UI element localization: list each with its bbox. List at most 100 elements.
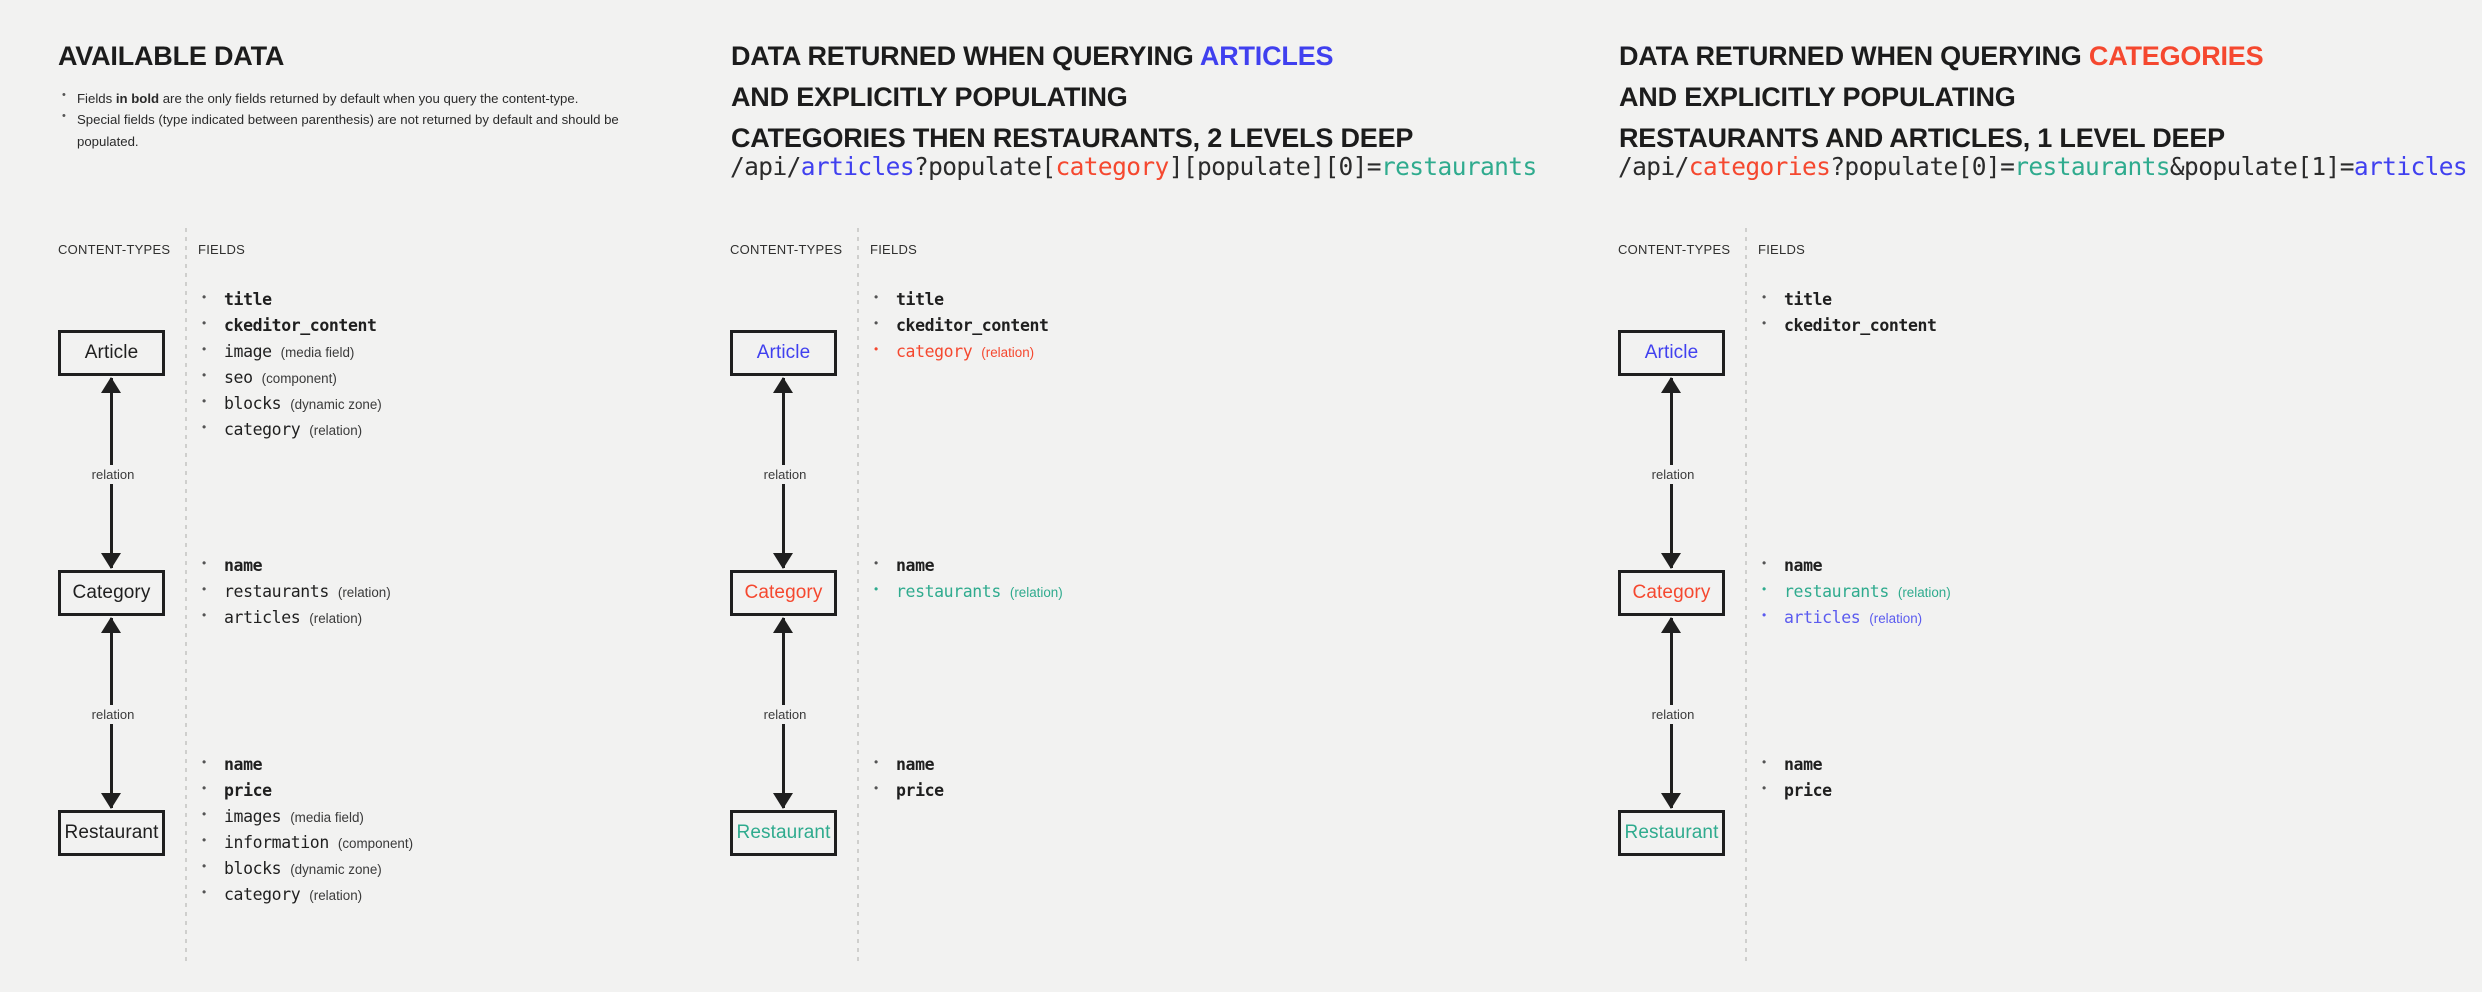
entity-box-category[interactable]: Category (730, 570, 837, 616)
entity-label: Category (72, 582, 151, 603)
fields-group-article: title ckeditor_content (1758, 290, 1937, 342)
intro-note-item: Fields in bold are the only fields retur… (58, 87, 658, 109)
arrow-up-icon (101, 617, 121, 633)
field-type: (relation) (1869, 611, 1923, 627)
fields-group-restaurant: namepriceimages(media field)information(… (198, 755, 413, 911)
column-divider (857, 228, 859, 961)
arrow-up-icon (1661, 617, 1681, 633)
url-token: restaurants (1380, 152, 1537, 181)
field-name: price (896, 781, 944, 801)
arrow-up-icon (101, 377, 121, 393)
fields-group-restaurant: nameprice (870, 755, 944, 807)
entity-box-category[interactable]: Category (58, 570, 165, 616)
field-type: (relation) (1897, 585, 1951, 601)
entity-box-article[interactable]: Article (58, 330, 165, 376)
fields-group-category: name restaurants(relation) articles (relati… (1758, 556, 1951, 634)
field-row: title (1758, 290, 1937, 311)
field-row: price (1758, 781, 1832, 802)
column-label-fields: FIELDS (1758, 242, 1806, 257)
field-name: blocks (224, 859, 282, 879)
field-row: name (870, 556, 1063, 577)
field-row: category (relation) (198, 885, 413, 906)
arrow-down-icon (101, 793, 121, 809)
field-row: name (1758, 556, 1951, 577)
field-type: (relation) (309, 611, 363, 627)
field-type: (dynamic zone) (290, 862, 382, 878)
entity-label: Article (1644, 342, 1699, 363)
field-name: ckeditor_content (1784, 316, 1937, 336)
column-divider (185, 228, 187, 961)
entity-box-category[interactable]: Category (1618, 570, 1725, 616)
arrow-up-icon (773, 377, 793, 393)
field-type: (relation) (981, 345, 1035, 361)
relation-connector: relation (1640, 617, 1706, 809)
relation-label: relation (752, 465, 818, 484)
field-name: name (224, 755, 263, 774)
entity-label: Article (84, 342, 139, 363)
field-name: category (224, 885, 301, 905)
field-name: category (224, 420, 301, 440)
field-name: image (224, 342, 272, 362)
field-name: name (896, 556, 935, 575)
entity-label: Article (756, 342, 811, 363)
url-token: articles (2353, 152, 2468, 181)
relation-connector: relation (752, 617, 818, 809)
entity-label: Restaurant (736, 822, 831, 843)
field-name: price (1784, 781, 1832, 801)
entity-box-restaurant[interactable]: Restaurant (730, 810, 837, 856)
arrow-down-icon (773, 793, 793, 809)
field-name: restaurants (224, 582, 329, 602)
api-endpoint-url: /api/categories?populate[0]=restaurants&… (1618, 152, 2468, 181)
entity-box-restaurant[interactable]: Restaurant (58, 810, 165, 856)
field-type: (relation) (309, 888, 363, 904)
url-token: category (1055, 152, 1169, 181)
field-type: (dynamic zone) (290, 397, 382, 413)
entity-box-article[interactable]: Article (1618, 330, 1725, 376)
relation-label: relation (752, 705, 818, 724)
field-row: blocks(dynamic zone) (198, 394, 382, 415)
entity-label: Category (1632, 582, 1711, 603)
field-row: articles (relation) (198, 608, 391, 629)
panel-available-data: AVAILABLE DATA Fields in bold are the onl… (0, 0, 720, 992)
arrow-down-icon (101, 553, 121, 569)
field-type: (relation) (309, 423, 363, 439)
field-row: name (198, 556, 391, 577)
fields-group-category: name restaurants (relation)articles (relati… (198, 556, 391, 634)
field-type: (relation) (1009, 585, 1063, 601)
field-name: articles (224, 608, 301, 628)
field-name: restaurants (896, 582, 1001, 602)
field-name: articles (1784, 608, 1861, 628)
column-divider (1745, 228, 1747, 961)
field-row: restaurants(relation) (1758, 582, 1951, 603)
column-label-fields: FIELDS (198, 242, 246, 257)
url-token: ?populate[ (913, 152, 1056, 181)
field-name: ckeditor_content (224, 316, 377, 336)
field-name: title (896, 290, 944, 309)
relation-label: relation (1640, 705, 1706, 724)
relation-connector: relation (1640, 377, 1706, 569)
arrow-down-icon (1661, 553, 1681, 569)
column-label-content-types: CONTENT-TYPES (730, 242, 843, 257)
field-name: price (224, 781, 272, 801)
relation-label: relation (80, 705, 146, 724)
entity-box-restaurant[interactable]: Restaurant (1618, 810, 1725, 856)
field-row: ckeditor_content (1758, 316, 1937, 337)
url-token: /api/ (730, 152, 801, 181)
fields-group-article: titleckeditor_contentimage(media field)s… (198, 290, 382, 446)
api-endpoint-url: /api/articles?populate[category][populat… (730, 152, 1537, 181)
fields-group-category: name restaurants (relation) (870, 556, 1063, 608)
entity-box-article[interactable]: Article (730, 330, 837, 376)
relation-connector: relation (80, 617, 146, 809)
url-token: restaurants (2014, 152, 2170, 181)
fields-group-restaurant: nameprice (1758, 755, 1832, 807)
field-row: information(component) (198, 833, 413, 854)
arrow-up-icon (773, 617, 793, 633)
field-row: seo(component) (198, 368, 382, 389)
relation-connector: relation (752, 377, 818, 569)
url-token: categories (1688, 152, 1831, 181)
relation-label: relation (80, 465, 146, 484)
panel-title: AVAILABLE DATA (58, 41, 285, 71)
